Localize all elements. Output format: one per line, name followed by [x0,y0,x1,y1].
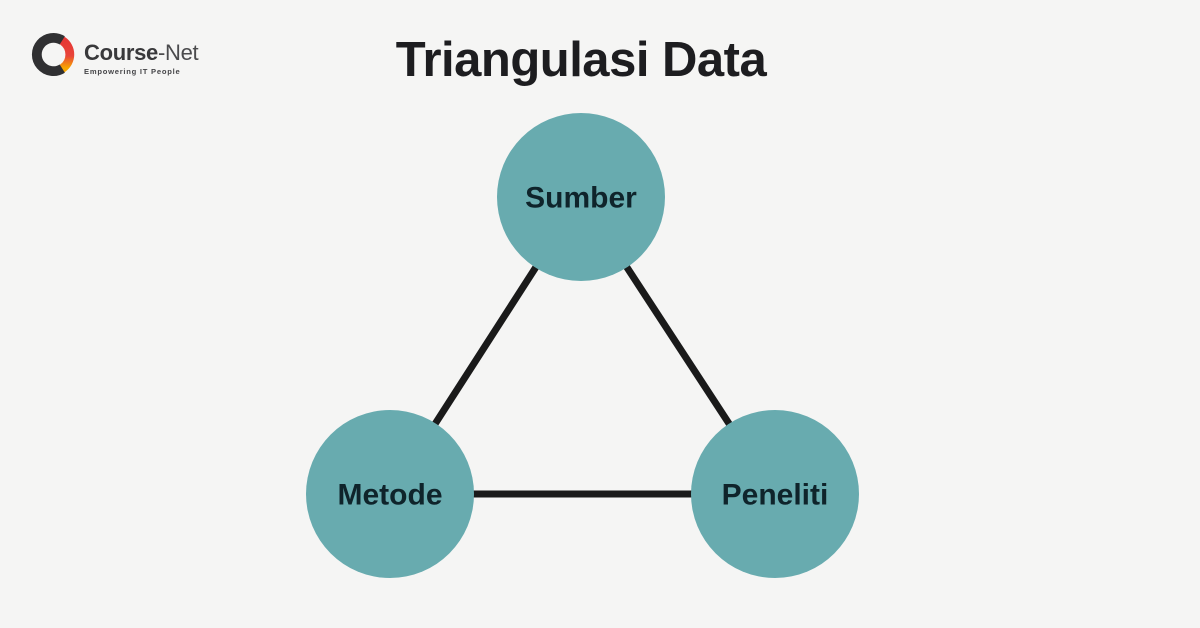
logo-tagline: Empowering IT People [84,67,181,76]
node-sumber: Sumber [497,113,665,281]
logo-brand-light: -Net [158,40,199,65]
node-peneliti: Peneliti [691,410,859,578]
course-net-ring-icon [32,32,75,77]
node-sumber-label: Sumber [525,182,637,215]
logo-brand-bold: Course [84,40,158,65]
course-net-logo: Course-Net Empowering IT People [30,31,199,78]
page-title: Triangulasi Data [395,33,767,87]
node-peneliti-label: Peneliti [722,479,829,512]
node-metode-circle [306,410,474,578]
node-sumber-circle [497,113,665,281]
logo-text-block: Course-Net Empowering IT People [84,31,199,77]
node-metode-label: Metode [338,479,443,512]
node-peneliti-circle [691,410,859,578]
logo-brand-name: Course-Net [84,40,199,65]
node-metode: Metode [306,410,474,578]
